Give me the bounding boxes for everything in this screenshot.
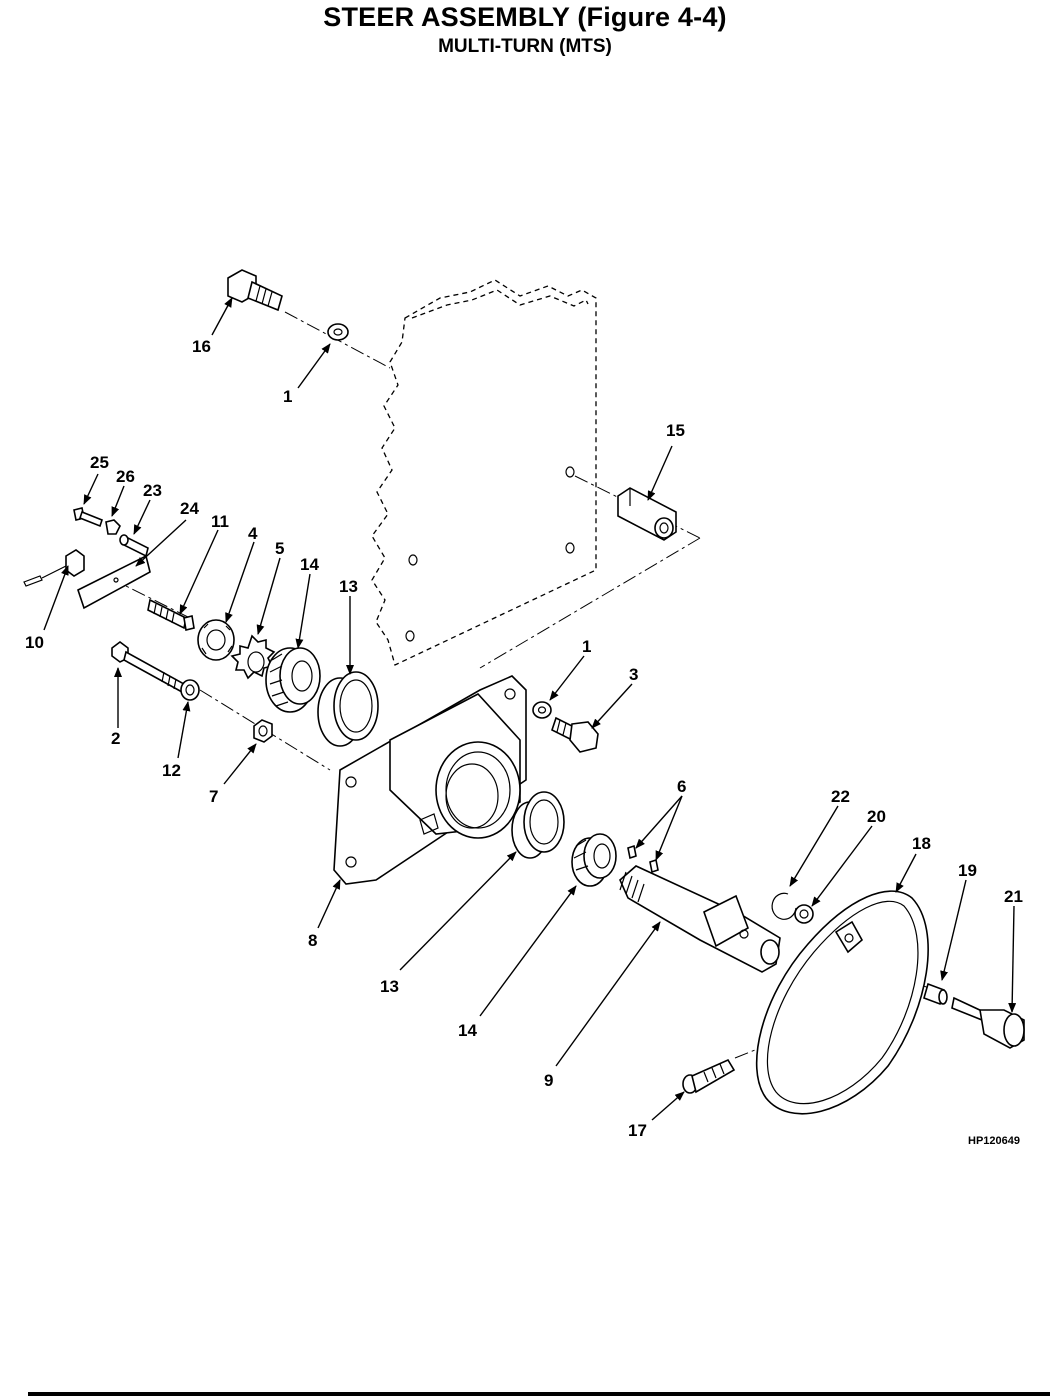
callout-1-top: 1	[283, 387, 292, 406]
part-13-bearing-cup-lower	[511, 791, 565, 859]
part-21-knob	[951, 996, 1025, 1049]
callout-labels: 16 1 15 25 26 23 24 11 4 5 14 13 10 1 3 …	[25, 337, 1023, 1147]
callout-13-lower: 13	[380, 977, 399, 996]
callout-4: 4	[248, 524, 258, 543]
part-14-bearing-cone-top	[265, 647, 321, 713]
callout-14-top: 14	[300, 555, 319, 574]
part-4-slotted-nut	[197, 619, 235, 661]
callout-5: 5	[275, 539, 284, 558]
callout-20: 20	[867, 807, 886, 826]
part-22-retaining-ring	[771, 892, 797, 920]
part-2-long-bolt	[111, 641, 185, 694]
part-3-hex-bolt	[551, 716, 599, 753]
callout-11: 11	[211, 512, 229, 531]
part-9-steer-shaft	[619, 865, 781, 973]
truck-frame-phantom	[371, 279, 597, 666]
callout-10: 10	[25, 633, 44, 652]
callout-14-lower: 14	[458, 1021, 477, 1040]
figure-title: STEER ASSEMBLY (Figure 4-4)	[323, 2, 727, 32]
callout-8: 8	[308, 931, 317, 950]
part-8-mounting-plate	[333, 675, 527, 885]
callout-9: 9	[544, 1071, 553, 1090]
part-18-steer-disc	[755, 890, 929, 1115]
part-1-flat-washer	[327, 323, 349, 341]
part-11-stud	[147, 598, 195, 631]
callout-24: 24	[180, 499, 199, 518]
part-10-limit-switch	[23, 549, 85, 587]
callout-2: 2	[111, 729, 120, 748]
part-20-washer	[794, 904, 814, 924]
callout-21: 21	[1004, 887, 1023, 906]
part-1-flat-washer-mid	[532, 701, 552, 719]
callout-13-top: 13	[339, 577, 358, 596]
part-12-spacer	[180, 679, 200, 701]
callout-7: 7	[209, 787, 218, 806]
figure-subtitle: MULTI-TURN (MTS)	[438, 36, 612, 57]
callout-16: 16	[192, 337, 211, 356]
part-16-hex-bolt	[227, 269, 283, 312]
part-26-nut	[105, 519, 121, 535]
part-24-bracket-plate	[77, 554, 151, 610]
part-14-bearing-cone-lower	[571, 833, 617, 887]
part-15-hex-standoff	[617, 487, 677, 541]
part-17-pivot-stud	[682, 1058, 736, 1094]
part-5-lock-washer	[230, 634, 276, 680]
callout-25: 25	[90, 453, 109, 472]
callout-leaders	[43, 297, 1017, 1121]
figure-code: HP120649	[968, 1135, 1020, 1147]
callout-26: 26	[116, 467, 135, 486]
part-23-pin	[119, 534, 149, 558]
part-13-bearing-cup-top	[317, 671, 379, 747]
callout-3: 3	[629, 665, 638, 684]
callout-22: 22	[831, 787, 850, 806]
part-25-screw	[73, 507, 103, 528]
callout-17: 17	[628, 1121, 647, 1140]
callout-23: 23	[143, 481, 162, 500]
callout-19: 19	[958, 861, 977, 880]
callout-6: 6	[677, 777, 686, 796]
callout-18: 18	[912, 834, 931, 853]
callout-1-mid: 1	[582, 637, 591, 656]
part-6-set-screws	[627, 844, 659, 874]
callout-15: 15	[666, 421, 685, 440]
bottom-rule	[28, 1392, 1050, 1396]
part-19-bushing	[923, 982, 948, 1006]
part-7-hex-nut	[253, 719, 273, 743]
callout-12: 12	[162, 761, 181, 780]
